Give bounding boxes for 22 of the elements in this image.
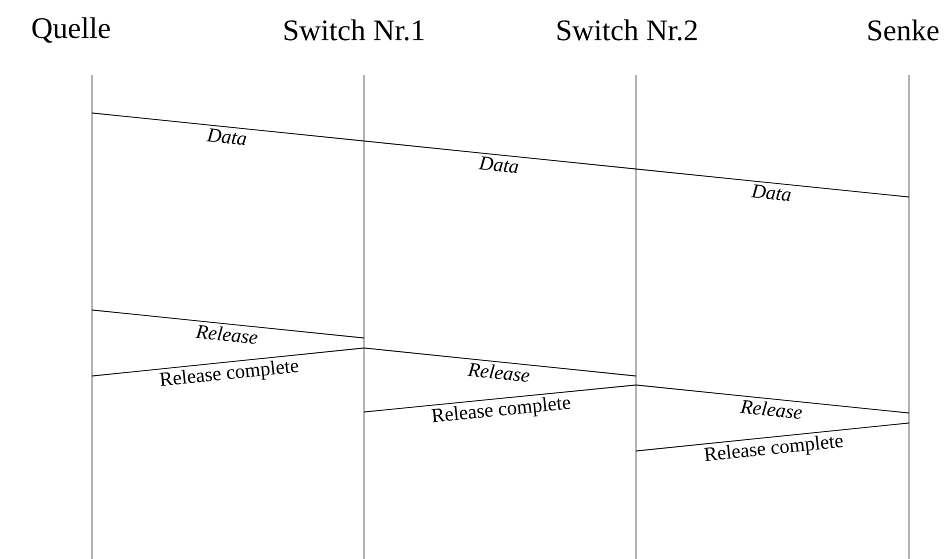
participant-label: Senke xyxy=(868,19,938,41)
edge-label: Release xyxy=(195,325,258,344)
message-line xyxy=(92,112,364,142)
message-line xyxy=(92,310,364,338)
edge-label: Release xyxy=(740,400,802,419)
message-line xyxy=(636,422,910,452)
participant-label: Switch Nr.2 xyxy=(558,19,697,41)
message-line xyxy=(364,384,636,412)
edge-label: Release complete xyxy=(159,360,298,386)
message-line xyxy=(636,384,910,414)
edge-label: Release complete xyxy=(431,397,570,422)
message-line xyxy=(364,140,636,170)
edge-label: Release complete xyxy=(704,436,843,461)
edge-label: Data xyxy=(478,156,518,174)
participant-label: Switch Nr.1 xyxy=(284,19,424,41)
edge-label: Data xyxy=(750,184,791,202)
edge-label: Data xyxy=(206,128,246,146)
message-line xyxy=(92,348,364,376)
message-line xyxy=(364,348,636,376)
participant-label: Quelle xyxy=(32,17,110,43)
edge-label: Release xyxy=(467,363,530,382)
message-line xyxy=(636,168,910,198)
